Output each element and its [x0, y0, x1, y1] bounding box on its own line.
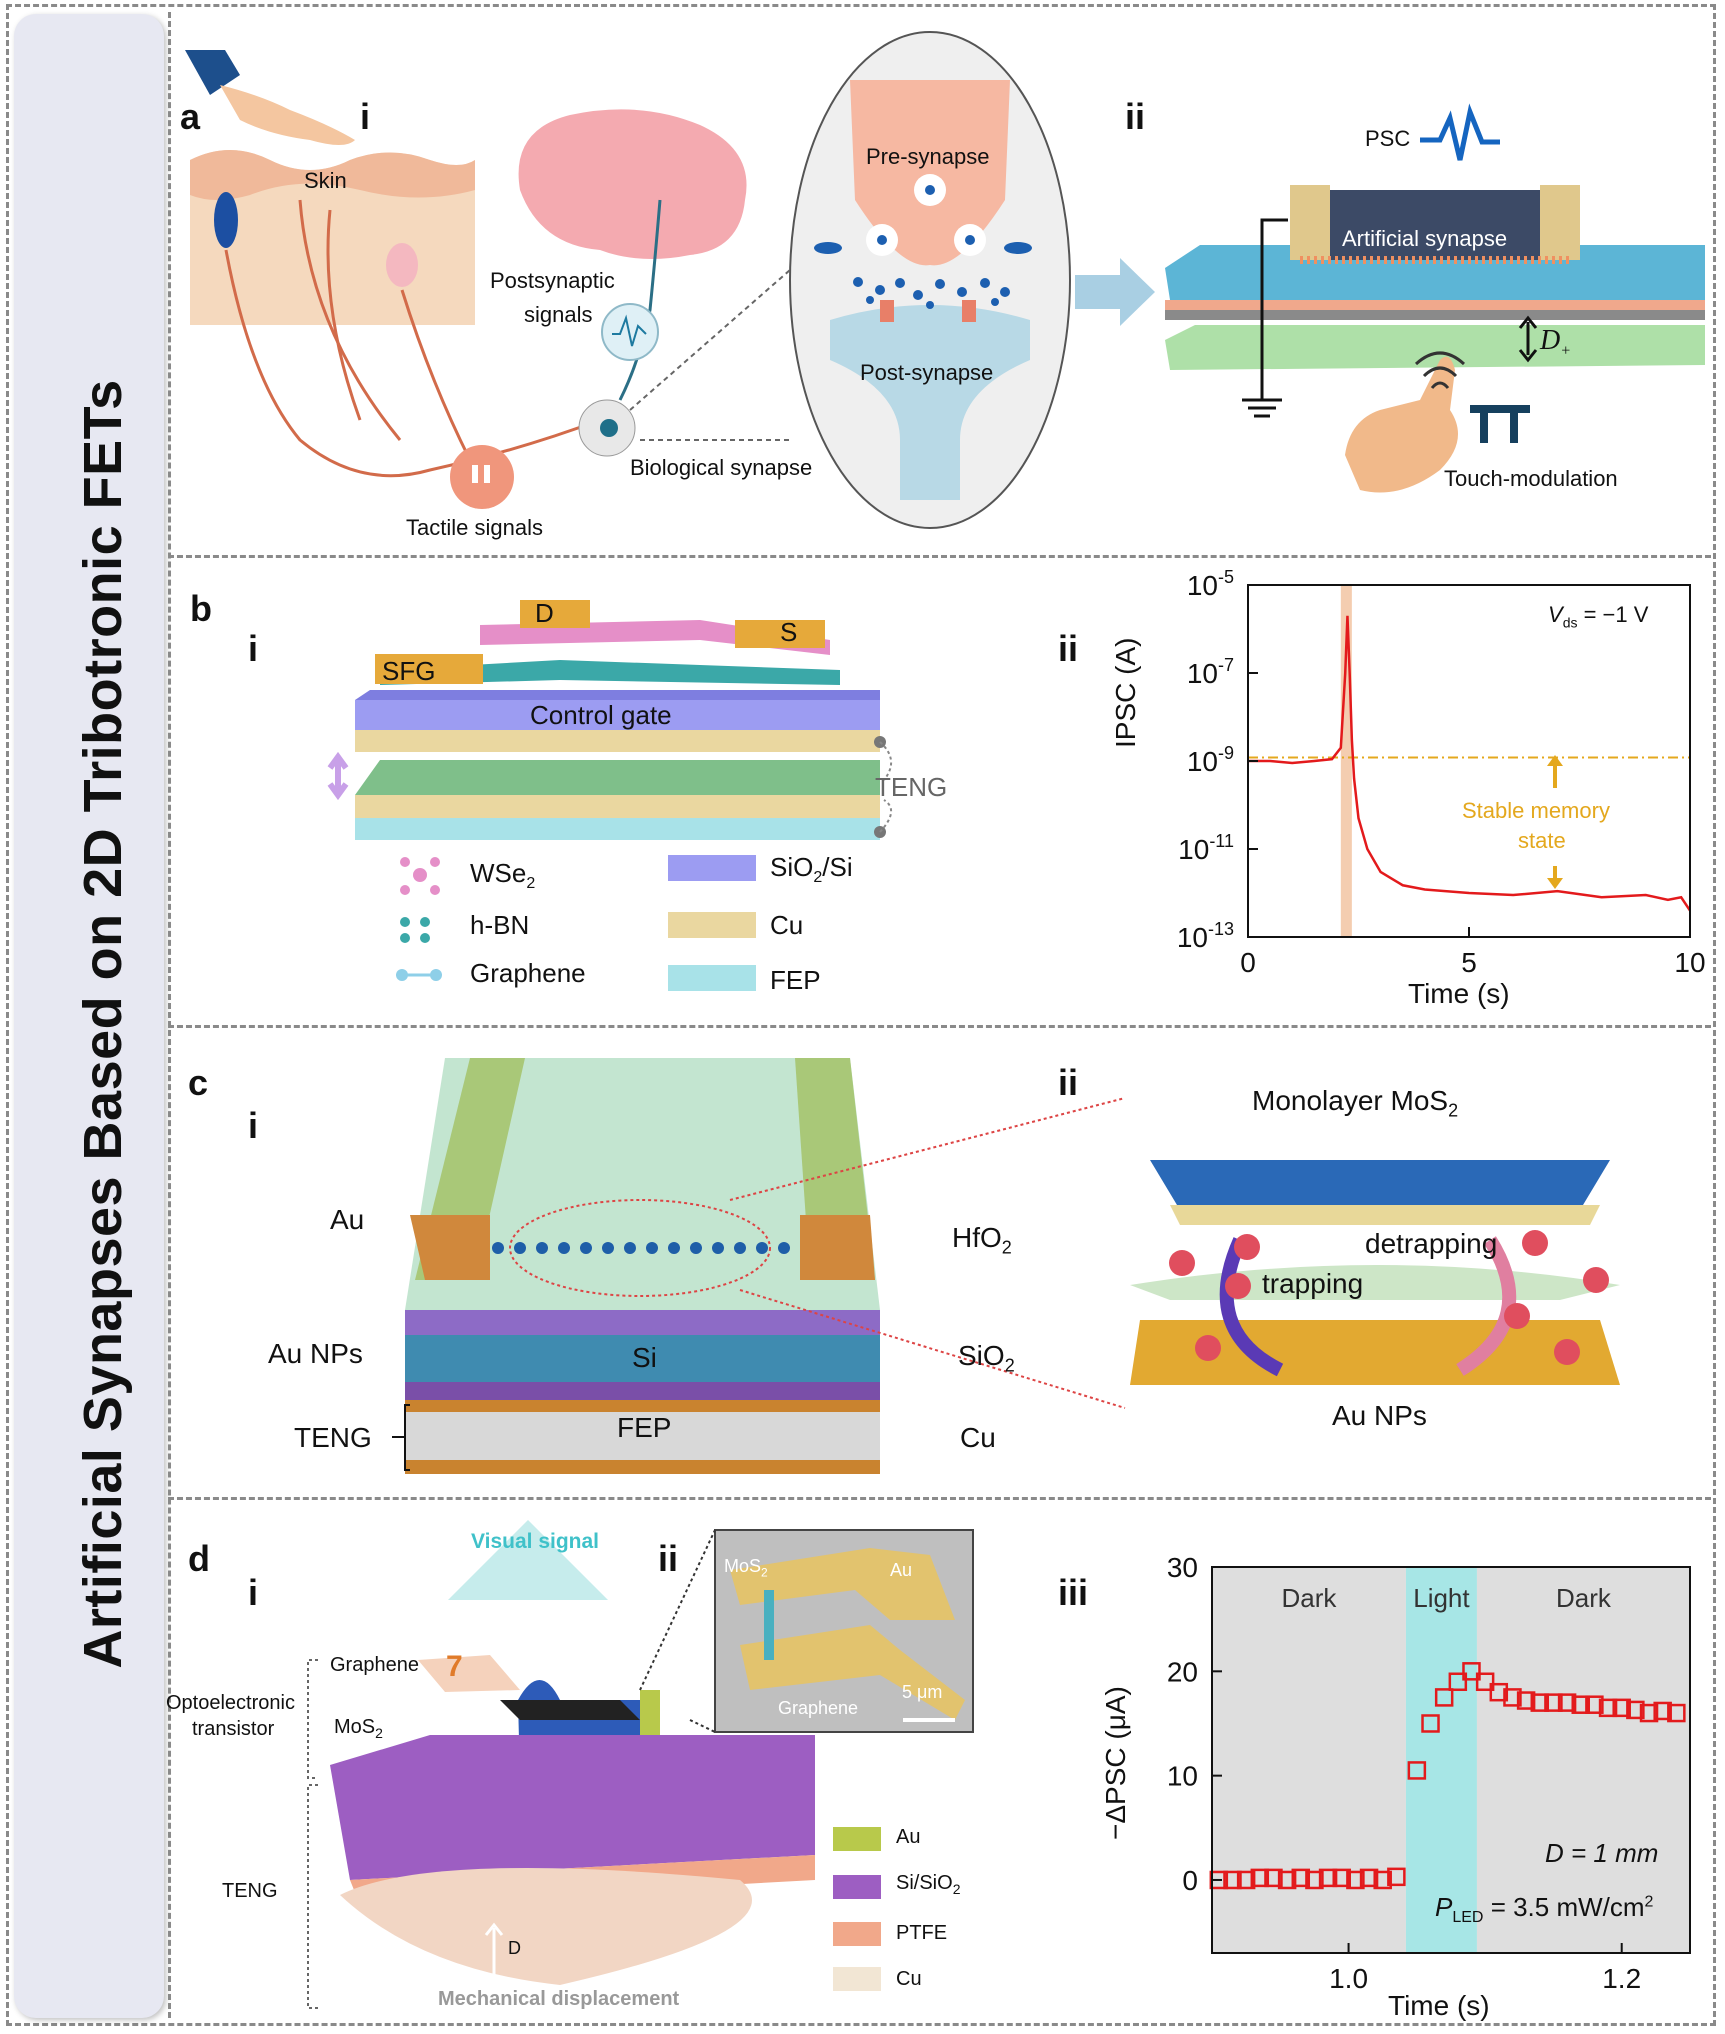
psc-y-tick-label: 20: [1167, 1656, 1198, 1687]
region-label: Light: [1413, 1583, 1470, 1613]
psc-chart-ylabel: −ΔPSC (μA): [1100, 1686, 1132, 1840]
psc-x-tick-label: 1.0: [1329, 1963, 1368, 1994]
psc-y-tick-label: 10: [1167, 1761, 1198, 1792]
region-label: Dark: [1556, 1583, 1612, 1613]
region-label: Dark: [1282, 1583, 1338, 1613]
psc-y-tick-label: 0: [1182, 1865, 1198, 1896]
region-band: [1212, 1567, 1406, 1953]
psc-x-tick-label: 1.2: [1602, 1963, 1641, 1994]
psc-chart-xlabel: Time (s): [1388, 1990, 1490, 2022]
pled-annotation: PLED = 3.5 mW/cm2: [1435, 1892, 1653, 1927]
psc-y-tick-label: 30: [1167, 1552, 1198, 1583]
d-annotation: D = 1 mm: [1545, 1838, 1658, 1869]
